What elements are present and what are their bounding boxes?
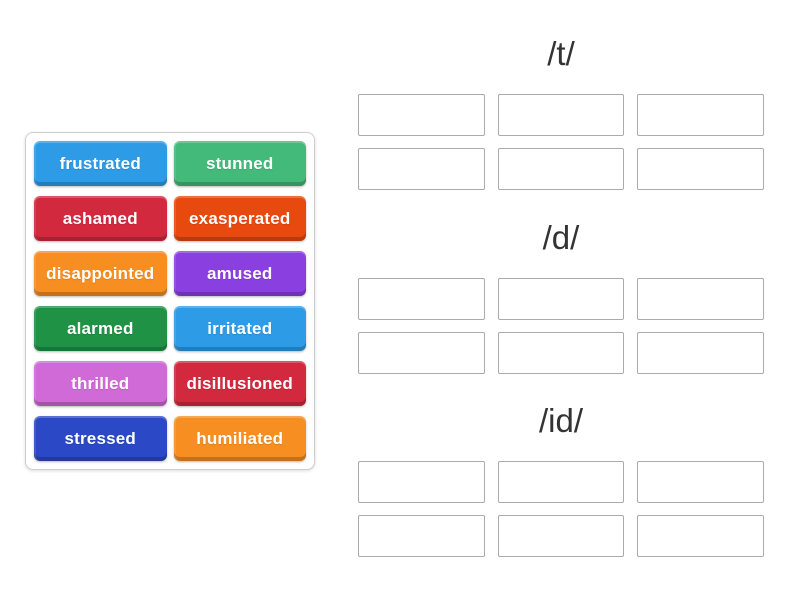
- drop-slot[interactable]: [637, 332, 764, 374]
- word-tile[interactable]: disappointed: [34, 251, 167, 296]
- drop-slot[interactable]: [497, 94, 625, 136]
- drop-slot[interactable]: [497, 515, 625, 557]
- drop-slot[interactable]: [637, 94, 764, 136]
- group-id-header: /id/: [538, 402, 584, 439]
- drop-slot[interactable]: [637, 148, 764, 190]
- group-id-slots: [358, 461, 764, 557]
- drop-slot[interactable]: [637, 461, 764, 503]
- drop-slot[interactable]: [358, 515, 485, 557]
- word-tile[interactable]: alarmed: [34, 306, 167, 351]
- drop-slot[interactable]: [497, 461, 625, 503]
- group-t-slots: [358, 94, 764, 190]
- word-tile[interactable]: frustrated: [34, 141, 167, 186]
- drop-slot[interactable]: [358, 461, 485, 503]
- drop-slot[interactable]: [358, 278, 485, 320]
- drop-slot[interactable]: [358, 332, 485, 374]
- group-d-slots: [358, 278, 764, 374]
- group-d-header: /d/: [542, 219, 580, 256]
- word-tile[interactable]: disillusioned: [173, 361, 306, 406]
- word-bank-panel: frustrated stunned ashamed exasperated d…: [25, 132, 315, 470]
- group-t: /t/: [358, 33, 764, 190]
- word-tile[interactable]: amused: [173, 251, 306, 296]
- drop-slot[interactable]: [637, 278, 764, 320]
- drop-slot[interactable]: [637, 515, 764, 557]
- group-id: /id/: [358, 400, 764, 557]
- word-tile[interactable]: ashamed: [34, 196, 167, 241]
- drop-slot[interactable]: [497, 278, 625, 320]
- drop-slot[interactable]: [358, 148, 485, 190]
- word-tile[interactable]: stressed: [34, 416, 167, 461]
- drop-slot[interactable]: [358, 94, 485, 136]
- group-t-header: /t/: [547, 35, 575, 72]
- drop-slot[interactable]: [497, 332, 625, 374]
- word-tile[interactable]: stunned: [173, 141, 306, 186]
- word-tile[interactable]: irritated: [173, 306, 306, 351]
- word-tile[interactable]: thrilled: [34, 361, 167, 406]
- drop-slot[interactable]: [497, 148, 625, 190]
- group-d: /d/: [358, 217, 764, 374]
- word-tile[interactable]: exasperated: [173, 196, 306, 241]
- word-tile[interactable]: humiliated: [173, 416, 306, 461]
